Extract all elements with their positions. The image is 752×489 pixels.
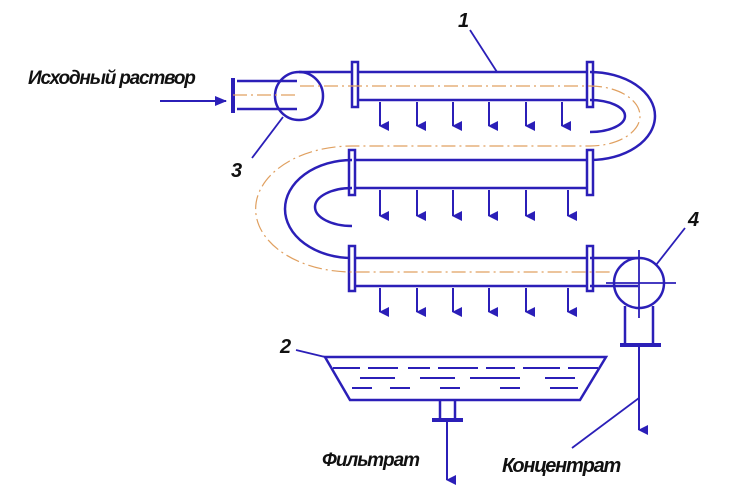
membrane-tube-middle [347, 148, 595, 197]
u-bend-left [283, 158, 353, 260]
permeate-drips-bottom [379, 288, 577, 317]
permeate-drips-top [379, 102, 571, 131]
callout-line-1 [469, 29, 498, 73]
concentrate-outlet [620, 306, 661, 347]
filtrate-label: Фильтрат [322, 450, 420, 471]
filtrate-tank [322, 355, 609, 422]
callout-line-concentrate [571, 397, 640, 449]
callout-4: 4 [687, 209, 699, 231]
concentrate-label: Концентрат [502, 455, 621, 477]
callout-line-4 [655, 227, 686, 266]
membrane-tube-bottom [347, 244, 595, 293]
membrane-tube-top [350, 60, 595, 109]
callout-3: 3 [231, 160, 242, 182]
tank-liquid [333, 367, 598, 389]
inlet-pump [273, 70, 325, 122]
callout-1: 1 [458, 10, 469, 32]
callout-line-3 [251, 116, 284, 159]
outlet-pump [606, 250, 676, 318]
callout-2: 2 [279, 336, 291, 358]
callout-line-2 [295, 349, 326, 358]
u-bend-right [589, 70, 657, 162]
axis-top [255, 85, 641, 273]
permeate-drips-middle [379, 190, 577, 221]
input-label: Исходный раствор [28, 68, 195, 89]
